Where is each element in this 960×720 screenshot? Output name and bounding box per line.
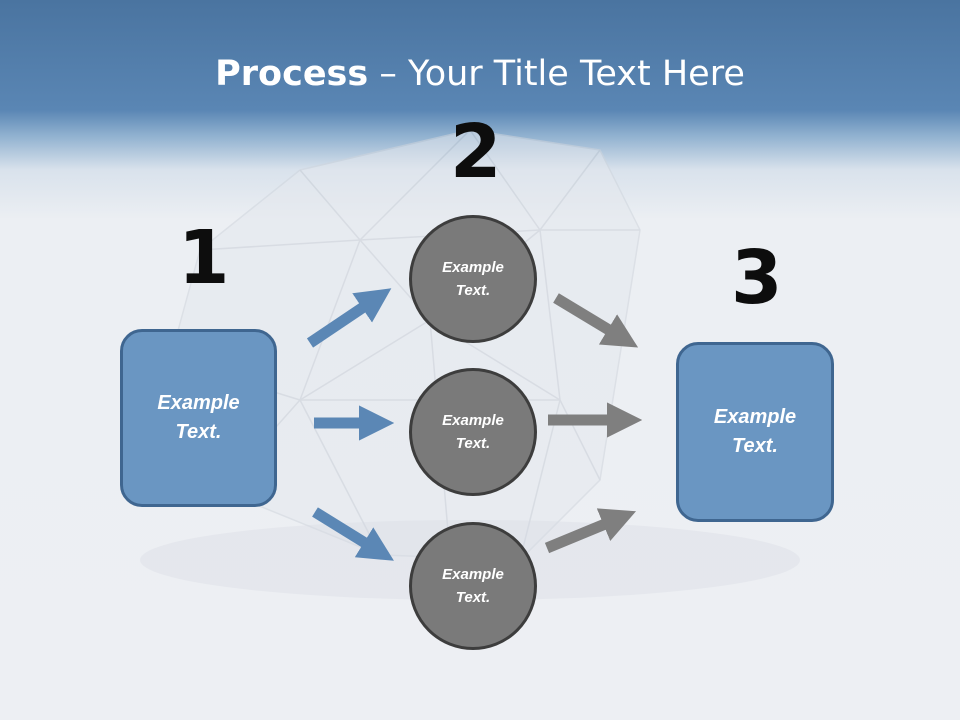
step-number-3: 3: [731, 235, 783, 321]
step3-box: Example Text.: [676, 342, 834, 522]
title-rest: – Your Title Text Here: [368, 54, 745, 94]
arrow-circle-bottom-to-step3: [544, 508, 637, 554]
step2-circle-top: Example Text.: [409, 215, 537, 343]
slide-title: Process – Your Title Text Here: [0, 52, 960, 96]
step-number-1: 1: [178, 215, 230, 301]
step-number-2: 2: [450, 109, 502, 195]
title-bold: Process: [215, 54, 369, 94]
arrow-step1-to-circle-top: [306, 288, 392, 348]
arrow-step1-to-circle-bottom: [312, 507, 394, 561]
step1-box: Example Text.: [120, 329, 277, 507]
arrow-circle-top-to-step3: [553, 293, 639, 348]
step2-circle-middle: Example Text.: [409, 368, 537, 496]
step2-circle-bottom: Example Text.: [409, 522, 537, 650]
